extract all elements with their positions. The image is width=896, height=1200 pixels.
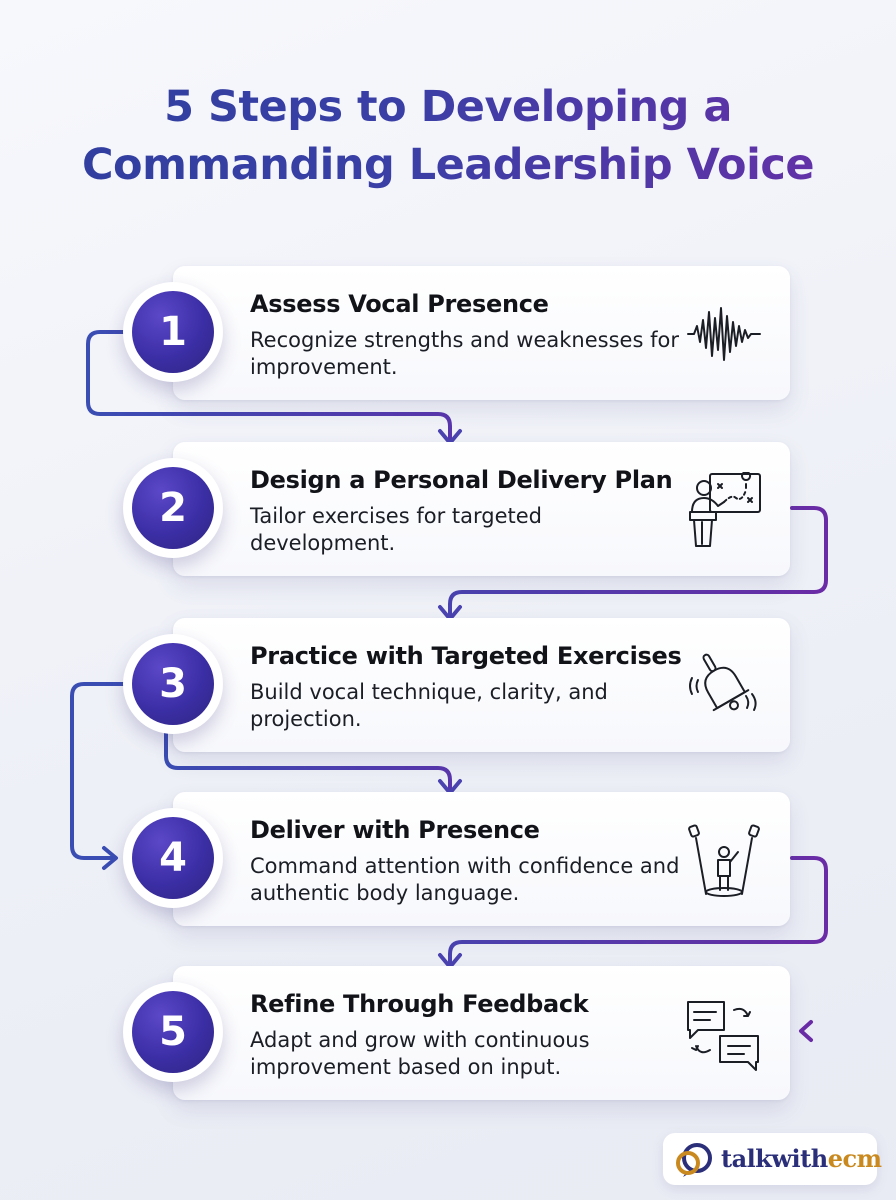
step-description: Recognize strengths and weaknesses for i… [250,328,679,379]
step-card-2: Design a Personal Delivery Plan Tailor e… [173,442,790,576]
step-description: Command attention with confidence and au… [250,854,680,905]
feedback-chevron [799,1020,813,1042]
step-title: Refine Through Feedback [250,990,589,1018]
step-badge-4: 4 [123,808,223,908]
connector-3-4 [164,718,452,792]
step-title: Deliver with Presence [250,816,540,844]
step-title: Assess Vocal Presence [250,290,549,318]
spotlight-speaker-icon [684,822,764,898]
chat-bubbles-logo-icon [676,1143,712,1177]
presenter-strategy-board-icon [684,471,764,548]
step-number: 2 [132,467,214,549]
arrowhead-3-4-loop [102,846,118,870]
sound-wave-icon [684,296,764,372]
step-title: Design a Personal Delivery Plan [250,466,673,494]
brand-logo: talkwithecm [663,1133,882,1185]
step-number: 5 [132,991,214,1073]
ringing-bell-icon [684,648,764,724]
step-card-3: Practice with Targeted Exercises Build v… [173,618,790,752]
step-badge-1: 1 [123,282,223,382]
step-card-4: Deliver with Presence Command attention … [173,792,790,926]
step-title: Practice with Targeted Exercises [250,642,682,670]
step-badge-2: 2 [123,458,223,558]
step-description: Build vocal technique, clarity, and proj… [250,680,608,731]
step-badge-5: 5 [123,982,223,1082]
step-badge-3: 3 [123,634,223,734]
connector-2-3 [448,506,828,618]
step-card-1: Assess Vocal Presence Recognize strength… [173,266,790,400]
brand-name: talkwithecm [721,1144,882,1173]
step-number: 1 [132,291,214,373]
feedback-chat-icon [684,996,764,1072]
connector-1-2 [86,330,452,442]
step-number: 3 [132,643,214,725]
connector-3-4-loop [70,682,126,860]
step-card-5: Refine Through Feedback Adapt and grow w… [173,966,790,1100]
step-description: Tailor exercises for targeted developmen… [250,504,542,555]
connector-4-5 [448,856,828,966]
step-number: 4 [132,817,214,899]
step-description: Adapt and grow with continuous improveme… [250,1028,590,1079]
